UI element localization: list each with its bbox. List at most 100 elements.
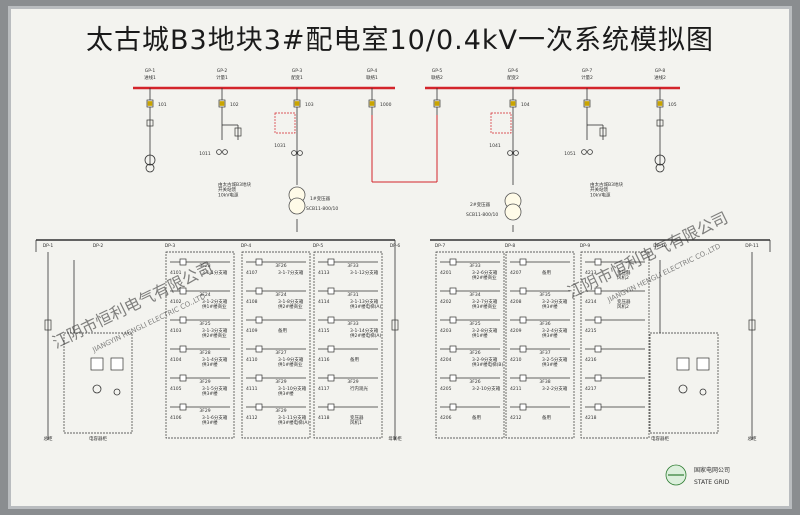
lv-dp10-capacitor-cap-2 — [699, 388, 707, 396]
lv-feeder-desc-4210: 3-2-5分支箱供3#楼 — [542, 356, 568, 368]
lv-feeder-4103-breaker — [179, 316, 187, 324]
lv-cabinet-id-DP-2: DP-2 — [93, 243, 104, 249]
lv-feeder-4201-breaker — [449, 258, 457, 266]
lv-cabinet-id-DP-11: DP-11 — [745, 243, 759, 249]
lv-feeder-code-4205: 4205 — [440, 386, 452, 392]
hv-ct-1011: 1011 — [199, 151, 211, 157]
lv-feeder-box-4110: 3F27 — [275, 350, 286, 356]
hv-switch-102: 102 — [230, 102, 239, 108]
lv-feeder-box-4201: 3F33 — [469, 263, 480, 269]
lv-feeder-box-4205: 3F26 — [469, 379, 480, 385]
lv-feeder-code-4207: 4207 — [510, 270, 522, 276]
lv-feeder-4117-breaker — [327, 374, 335, 382]
lv-feeder-code-4214: 4214 — [585, 299, 597, 305]
lv-feeder-desc-4117: 行内观光 — [350, 385, 368, 392]
lv-feeder-desc-4110: 3-1-9分支箱供1#楼商业 — [278, 356, 304, 368]
lv-feeder-code-4217: 4217 — [585, 386, 597, 392]
lv-feeder-code-4103: 4103 — [170, 328, 182, 334]
hv-gp7-ct — [581, 149, 587, 155]
lv-cabinet-id-DP-5: DP-5 — [313, 243, 324, 249]
lv-cabinet-id-DP-8: DP-8 — [505, 243, 516, 249]
lv-feeder-desc-4104: 3-1-4分支箱供3#楼 — [202, 356, 228, 368]
hv-gp1-cable-end-2 — [145, 163, 155, 173]
lv-bottom-label-0: 总柜 — [44, 435, 53, 442]
diagram-title: 太古城B3地块3#配电室10/0.4kV一次系统模拟图 — [86, 25, 714, 56]
hv-cabinet-id-GP-6: GP-6 — [508, 68, 519, 74]
hv-gp2-ct — [216, 149, 222, 155]
lv-feeder-desc-4114: 3-1-13分支箱供3#楼电梯(A) — [350, 298, 381, 310]
lv-cabinet-id-DP-9: DP-9 — [580, 243, 591, 249]
lv-feeder-4218-breaker — [594, 403, 602, 411]
hv-cabinet-name-GP-6: 配变2 — [507, 74, 519, 81]
hv-gp6-ct-2 — [513, 150, 519, 156]
hv-gp5-breaker-core — [434, 101, 440, 106]
lv-feeder-code-4115: 4115 — [318, 328, 330, 334]
lv-feeder-code-4202: 4202 — [440, 299, 452, 305]
lv-feeder-box-4115: 3F33 — [347, 321, 358, 327]
hv-switch-103: 103 — [305, 102, 314, 108]
hv-gp3-breaker-core — [294, 101, 300, 106]
lv-feeder-code-4102: 4102 — [170, 299, 182, 305]
hv-switch-105: 105 — [668, 102, 677, 108]
lv-column-frame-8 — [505, 251, 575, 439]
lv-feeder-code-4201: 4201 — [440, 270, 452, 276]
lv-bottom-label-1: 电容器柜 — [89, 435, 107, 442]
lv-feeder-desc-4103: 3-1-3分支箱供2#楼商业 — [202, 327, 228, 339]
lv-cabinet-id-DP-1: DP-1 — [43, 243, 54, 249]
hv-switch-1000: 1000 — [380, 102, 392, 108]
lv-feeder-desc-4207: 备用 — [542, 269, 551, 276]
lv-feeder-box-4103: 3F25 — [199, 321, 210, 327]
hv-cabinet-name-GP-4: 联络1 — [366, 74, 378, 81]
lv-feeder-code-4209: 4209 — [510, 328, 522, 334]
lv-feeder-4104-breaker — [179, 345, 187, 353]
lv-feeder-desc-4112: 3-1-11分支箱供3#楼电梯(A) — [278, 414, 309, 426]
lv-feeder-4205-breaker — [449, 374, 457, 382]
lv-bottom-label-5: 母联柜 — [388, 435, 402, 442]
lv-feeder-desc-4211: 3-2-2分支箱 — [542, 385, 568, 392]
lv-feeder-box-4105: 3F29 — [199, 379, 210, 385]
lv-feeder-code-4112: 4112 — [246, 415, 258, 421]
lv-feeder-desc-4101: 3-1-1分支箱 — [202, 269, 228, 276]
lv-feeder-4114-breaker — [327, 287, 335, 295]
lv-dp2-capacitor-reactor-1 — [90, 357, 104, 371]
lv-feeder-4109-breaker — [255, 316, 263, 324]
lv-dp2-capacitor-cap-2 — [113, 388, 121, 396]
lv-feeder-desc-4109: 备用 — [278, 327, 287, 334]
hv-cabinet-id-GP-4: GP-4 — [367, 68, 378, 74]
lv-feeder-code-4215: 4215 — [585, 328, 597, 334]
lv-feeder-code-4216: 4216 — [585, 357, 597, 363]
lv-feeder-box-4209: 3F36 — [539, 321, 550, 327]
lv-feeder-code-4211: 4211 — [510, 386, 522, 392]
lv-feeder-4214-breaker — [594, 287, 602, 295]
lv-feeder-code-4203: 4203 — [440, 328, 452, 334]
lv-feeder-4216-breaker — [594, 345, 602, 353]
lv-feeder-4202-breaker — [449, 287, 457, 295]
lv-dp2-capacitor-reactor-2 — [110, 357, 124, 371]
lv-feeder-box-4108: 3F24 — [275, 292, 286, 298]
hv-cabinet-id-GP-8: GP-8 — [655, 68, 666, 74]
lv-feeder-desc-4118: 变压器风机1 — [350, 414, 364, 426]
lv-feeder-desc-4213: 变压器风机2 — [617, 269, 631, 281]
hv-cabinet-name-GP-2: 计量1 — [216, 74, 228, 81]
lv-feeder-desc-4102: 3-1-2分支箱供1#楼商业 — [202, 298, 228, 310]
lv-feeder-box-4203: 3F25 — [469, 321, 480, 327]
hv-gp1-cable-end — [144, 154, 156, 166]
hv-cabinet-name-GP-3: 配变1 — [291, 74, 303, 81]
lv-feeder-4206-breaker — [449, 403, 457, 411]
lv-feeder-4208-breaker — [519, 287, 527, 295]
lv-feeder-code-4204: 4204 — [440, 357, 452, 363]
lv-feeder-4213-breaker — [594, 258, 602, 266]
lv-feeder-4111-breaker — [255, 374, 263, 382]
hv-cabinet-name-GP-1: 进线1 — [144, 74, 156, 81]
lv-feeder-4108-breaker — [255, 287, 263, 295]
lv-feeder-4105-breaker — [179, 374, 187, 382]
hv-gp3-ct — [291, 150, 297, 156]
lv-feeder-code-4108: 4108 — [246, 299, 258, 305]
lv-cabinet-id-DP-7: DP-7 — [435, 243, 446, 249]
lv-feeder-4116-breaker — [327, 345, 335, 353]
hv-gp3-interlock — [274, 112, 296, 134]
lv-feeder-desc-4115: 3-1-14分支箱供2#楼电梯(A) — [350, 327, 381, 339]
lv-feeder-code-4113: 4113 — [318, 270, 330, 276]
hv-gp8-fuse — [656, 119, 664, 127]
hv-gp7-ct-2 — [587, 149, 593, 155]
